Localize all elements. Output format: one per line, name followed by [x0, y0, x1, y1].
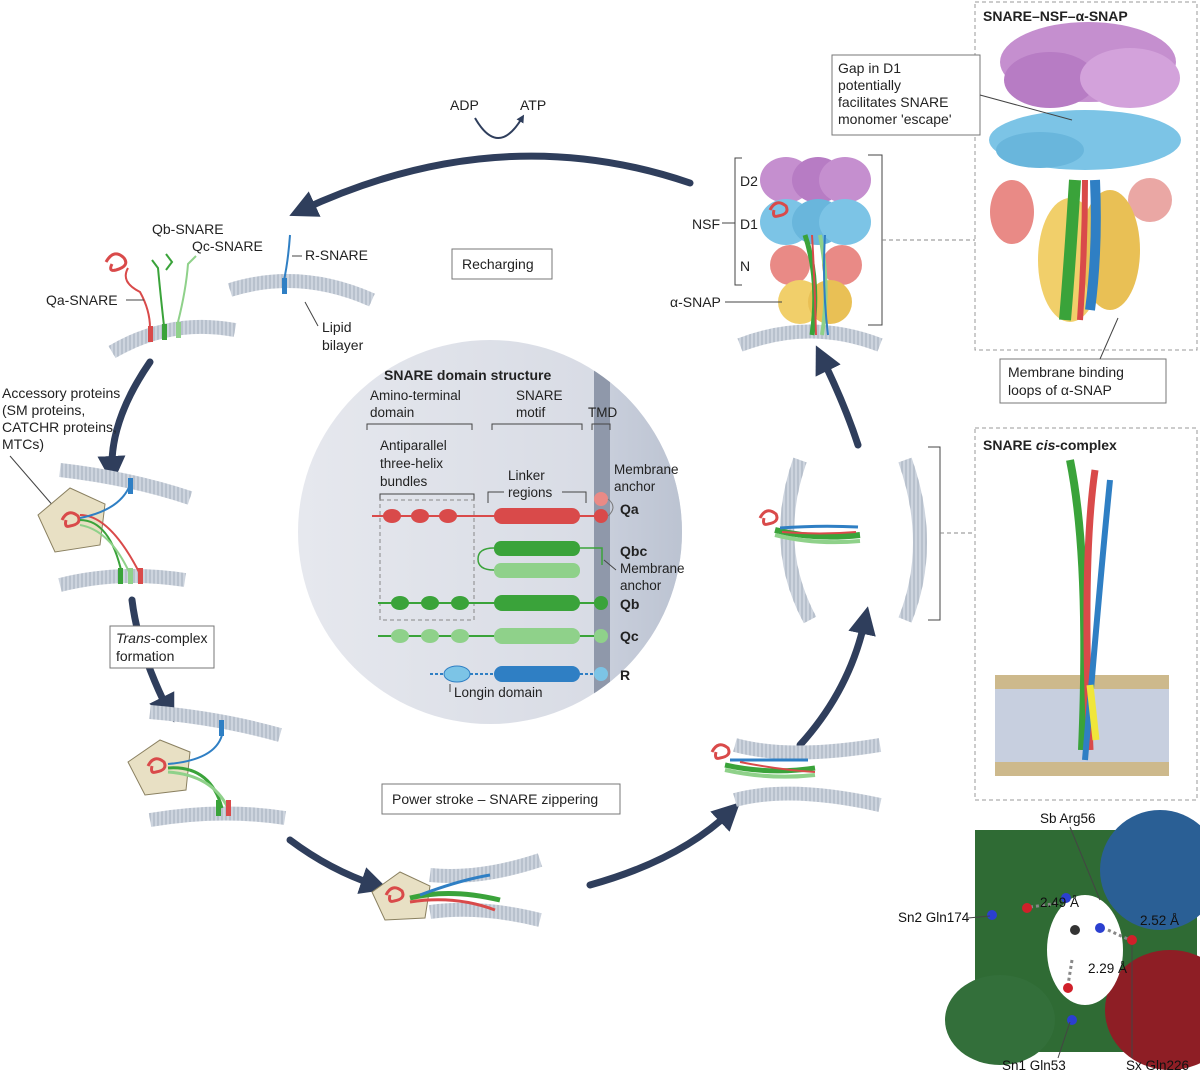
distance-229: 2.29 Å: [1088, 961, 1127, 976]
nsf-label: NSF: [692, 216, 720, 232]
qa-row: [372, 492, 614, 524]
membrane-loops-1: Membrane binding: [1008, 364, 1124, 380]
cis-title-3: -complex: [1055, 437, 1117, 453]
qa-snare-label: Qa-SNARE: [46, 292, 118, 308]
zero-layer-panel: [945, 810, 1200, 1070]
membrane-2: [227, 274, 375, 307]
row-label-qbc: Qbc: [620, 543, 647, 559]
trans-complex-box: [109, 625, 215, 669]
membrane-1: [108, 319, 237, 359]
d2-label: D2: [740, 173, 758, 189]
amino-terminal-1: Amino-terminal: [370, 388, 461, 403]
cycle-arrows: [97, 114, 876, 894]
atp-label: ATP: [520, 97, 546, 113]
nsf-structure-panel: [974, 1, 1198, 351]
power-stroke-label: Power stroke – SNARE zippering: [392, 791, 598, 807]
gap-note-4: monomer 'escape': [838, 111, 952, 127]
sm-protein-1: [37, 487, 106, 553]
qc-row: [378, 628, 608, 644]
trans-italic: Trans: [116, 630, 151, 646]
recharging-box: [451, 248, 553, 280]
fused-membranes-stage: [710, 738, 882, 812]
nsf-panel-title: SNARE–NSF–α-SNAP: [983, 8, 1128, 24]
accessory-label-4: MTCs): [2, 436, 44, 452]
r-row: [430, 665, 608, 683]
trans-complex-label: Trans-complex: [116, 630, 208, 646]
trans-complex-stage: [127, 705, 287, 827]
qc-snare-label: Qc-SNARE: [192, 238, 263, 254]
sm-protein-3: [371, 871, 431, 921]
gap-note-2: potentially: [838, 77, 901, 93]
snare-motif-1: SNARE: [516, 388, 563, 403]
n-label: N: [740, 258, 750, 274]
cis-complex-stage: [758, 446, 975, 624]
membrane-anchor-2b: anchor: [620, 578, 662, 593]
longin-label: Longin domain: [454, 685, 543, 700]
cis-panel-title: SNARE cis-complex: [983, 437, 1117, 453]
membrane-loops-box: [999, 358, 1167, 404]
sn2-gln174-label: Sn2 Gln174: [898, 910, 970, 925]
power-stroke-box: [381, 783, 621, 815]
trans-rest: -complex: [151, 630, 208, 646]
qb-snare-label: Qb-SNARE: [152, 221, 224, 237]
linker-2: regions: [508, 485, 553, 500]
accessory-label-2: (SM proteins,: [2, 402, 85, 418]
accessory-stage: [37, 463, 193, 592]
sb-arg56-label: Sb Arg56: [1040, 811, 1096, 826]
lipid-label: Lipid: [322, 319, 352, 335]
domain-structure-circle: [298, 340, 682, 724]
gap-note-1: Gap in D1: [838, 60, 901, 76]
d1-label: D1: [740, 216, 758, 232]
amino-terminal-2: domain: [370, 405, 414, 420]
cis-structure-panel: [974, 427, 1198, 801]
row-label-qa: Qa: [620, 501, 639, 517]
gap-note-3: facilitates SNARE: [838, 94, 948, 110]
membrane-anchor-1b: anchor: [614, 479, 656, 494]
distance-252: 2.52 Å: [1140, 913, 1179, 928]
distance-249: 2.49 Å: [1040, 895, 1079, 910]
cis-title-2: cis: [1036, 437, 1056, 453]
antiparallel-1: Antiparallel: [380, 438, 447, 453]
bilayer-label: bilayer: [322, 337, 364, 353]
trans-complex-label-2: formation: [116, 648, 174, 664]
sn1-gln53-label: Sn1 Gln53: [1002, 1058, 1066, 1073]
antiparallel-3: bundles: [380, 474, 428, 489]
sx-gln226-label: Sx Gln226: [1126, 1058, 1189, 1073]
row-label-qb: Qb: [620, 596, 639, 612]
qb-row: [378, 595, 608, 611]
membrane-anchor-2a: Membrane: [620, 561, 685, 576]
nsf-complex-stage: [737, 154, 975, 352]
membrane-anchor-1a: Membrane: [614, 462, 679, 477]
domain-title: SNARE domain structure: [384, 367, 551, 383]
antiparallel-2: three-helix: [380, 456, 443, 471]
accessory-label-1: Accessory proteins: [2, 385, 120, 401]
membrane-loops-2: loops of α-SNAP: [1008, 382, 1112, 398]
r-snare-label: R-SNARE: [305, 247, 368, 263]
accessory-label-3: CATCHR proteins,: [2, 419, 117, 435]
zippering-stage: [371, 853, 543, 927]
snare-motif-2: motif: [516, 405, 546, 420]
sm-protein-2: [127, 739, 191, 796]
cis-title-1: SNARE: [983, 437, 1036, 453]
row-label-r: R: [620, 667, 630, 683]
alpha-snap-label: α-SNAP: [670, 294, 721, 310]
row-label-qc: Qc: [620, 628, 639, 644]
qbc-row: [477, 541, 603, 578]
tmd-label: TMD: [588, 405, 617, 420]
free-snares-stage: [104, 234, 375, 359]
adp-label: ADP: [450, 97, 479, 113]
recharging-label: Recharging: [462, 256, 534, 272]
linker-1: Linker: [508, 468, 545, 483]
